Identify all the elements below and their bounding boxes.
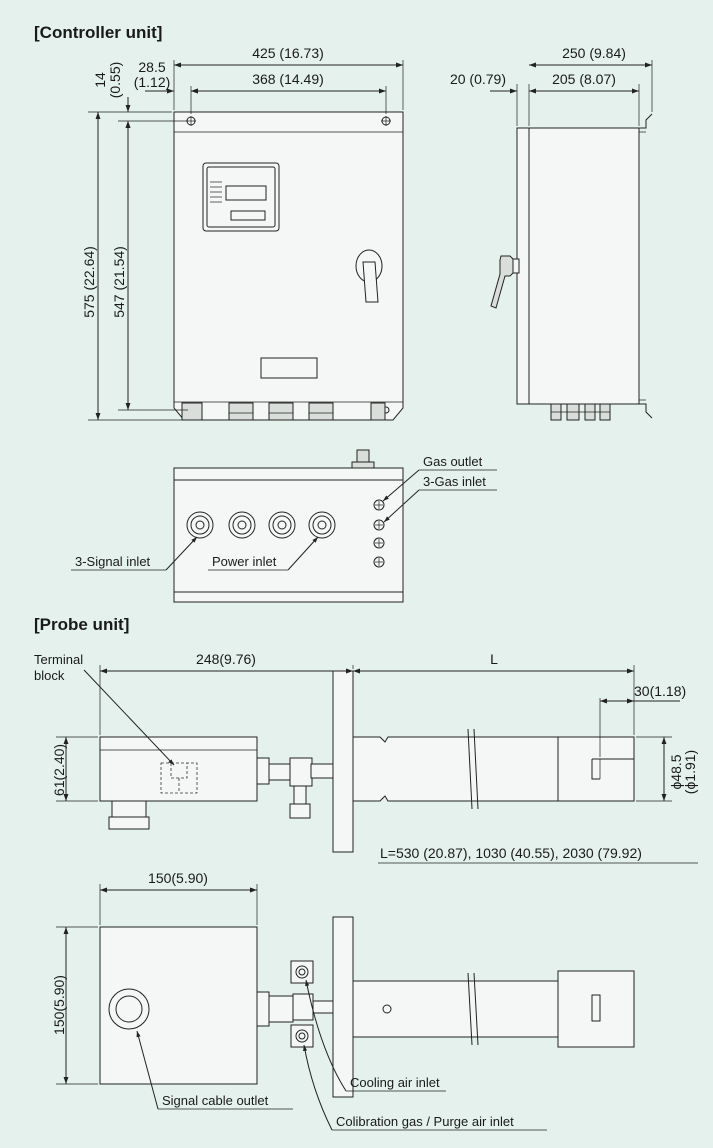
dim-depth-body: 205 (8.07) <box>552 71 616 87</box>
probe-top-dimensions: 150(5.90) 150(5.90) Signal cable outlet … <box>51 870 547 1131</box>
dim-hole-offset-x: 28.5 <box>138 59 165 75</box>
label-calibration-gas: Colibration gas / Purge air inlet <box>336 1114 514 1129</box>
dim-probe-tip: 30(1.18) <box>634 683 686 699</box>
dim-width-holes: 368 (14.49) <box>252 71 324 87</box>
dim-probe-head-width: 150(5.90) <box>148 870 208 886</box>
label-gas-outlet: Gas outlet <box>423 454 483 469</box>
probe-side-dimensions: 248(9.76) L 30(1.18) 61(2.40) ϕ48.5 (ϕ1.… <box>34 651 698 864</box>
dim-probe-head-height: 61(2.40) <box>51 744 67 796</box>
controller-side-dimensions: 250 (9.84) 205 (8.07) 20 (0.79) <box>450 45 653 126</box>
controller-section-title: [Controller unit] <box>34 23 162 42</box>
dim-height-total: 575 (22.64) <box>81 246 97 318</box>
dim-probe-diameter: ϕ48.5 <box>668 754 684 789</box>
label-gas-inlet: 3-Gas inlet <box>423 474 486 489</box>
dim-hole-offset-y: 14 <box>92 72 108 88</box>
dim-height-holes: 547 (21.54) <box>111 246 127 318</box>
probe-side-view <box>99 670 635 853</box>
controller-side-view <box>490 113 653 421</box>
label-terminal-block-1: Terminal <box>34 652 83 667</box>
controller-bottom-view <box>173 449 404 603</box>
label-signal-inlet: 3-Signal inlet <box>75 554 151 569</box>
dim-probe-head-length: 248(9.76) <box>196 651 256 667</box>
controller-front-view <box>173 111 404 421</box>
dim-width-total: 425 (16.73) <box>252 45 324 61</box>
dim-probe-L: L <box>490 651 498 667</box>
label-signal-cable-outlet: Signal cable outlet <box>162 1093 269 1108</box>
controller-front-dimensions: 425 (16.73) 368 (14.49) 28.5 (1.12) 14 (… <box>81 45 404 421</box>
controller-bottom-labels: Gas outlet 3-Gas inlet 3-Signal inlet Po… <box>71 454 497 571</box>
dim-depth-total: 250 (9.84) <box>562 45 626 61</box>
dim-door-thickness: 20 (0.79) <box>450 71 506 87</box>
probe-top-view <box>99 916 635 1098</box>
dim-probe-diameter-in: (ϕ1.91) <box>682 750 698 794</box>
probe-section-title: [Probe unit] <box>34 615 129 634</box>
dim-hole-offset-y-in: (0.55) <box>107 62 123 99</box>
label-terminal-block-2: block <box>34 668 65 683</box>
label-power-inlet: Power inlet <box>212 554 277 569</box>
label-cooling-air-inlet: Cooling air inlet <box>350 1075 440 1090</box>
probe-L-values: L=530 (20.87), 1030 (40.55), 2030 (79.92… <box>380 845 642 861</box>
dim-probe-head-height-bottom: 150(5.90) <box>51 975 67 1035</box>
dim-hole-offset-x-in: (1.12) <box>134 74 171 90</box>
